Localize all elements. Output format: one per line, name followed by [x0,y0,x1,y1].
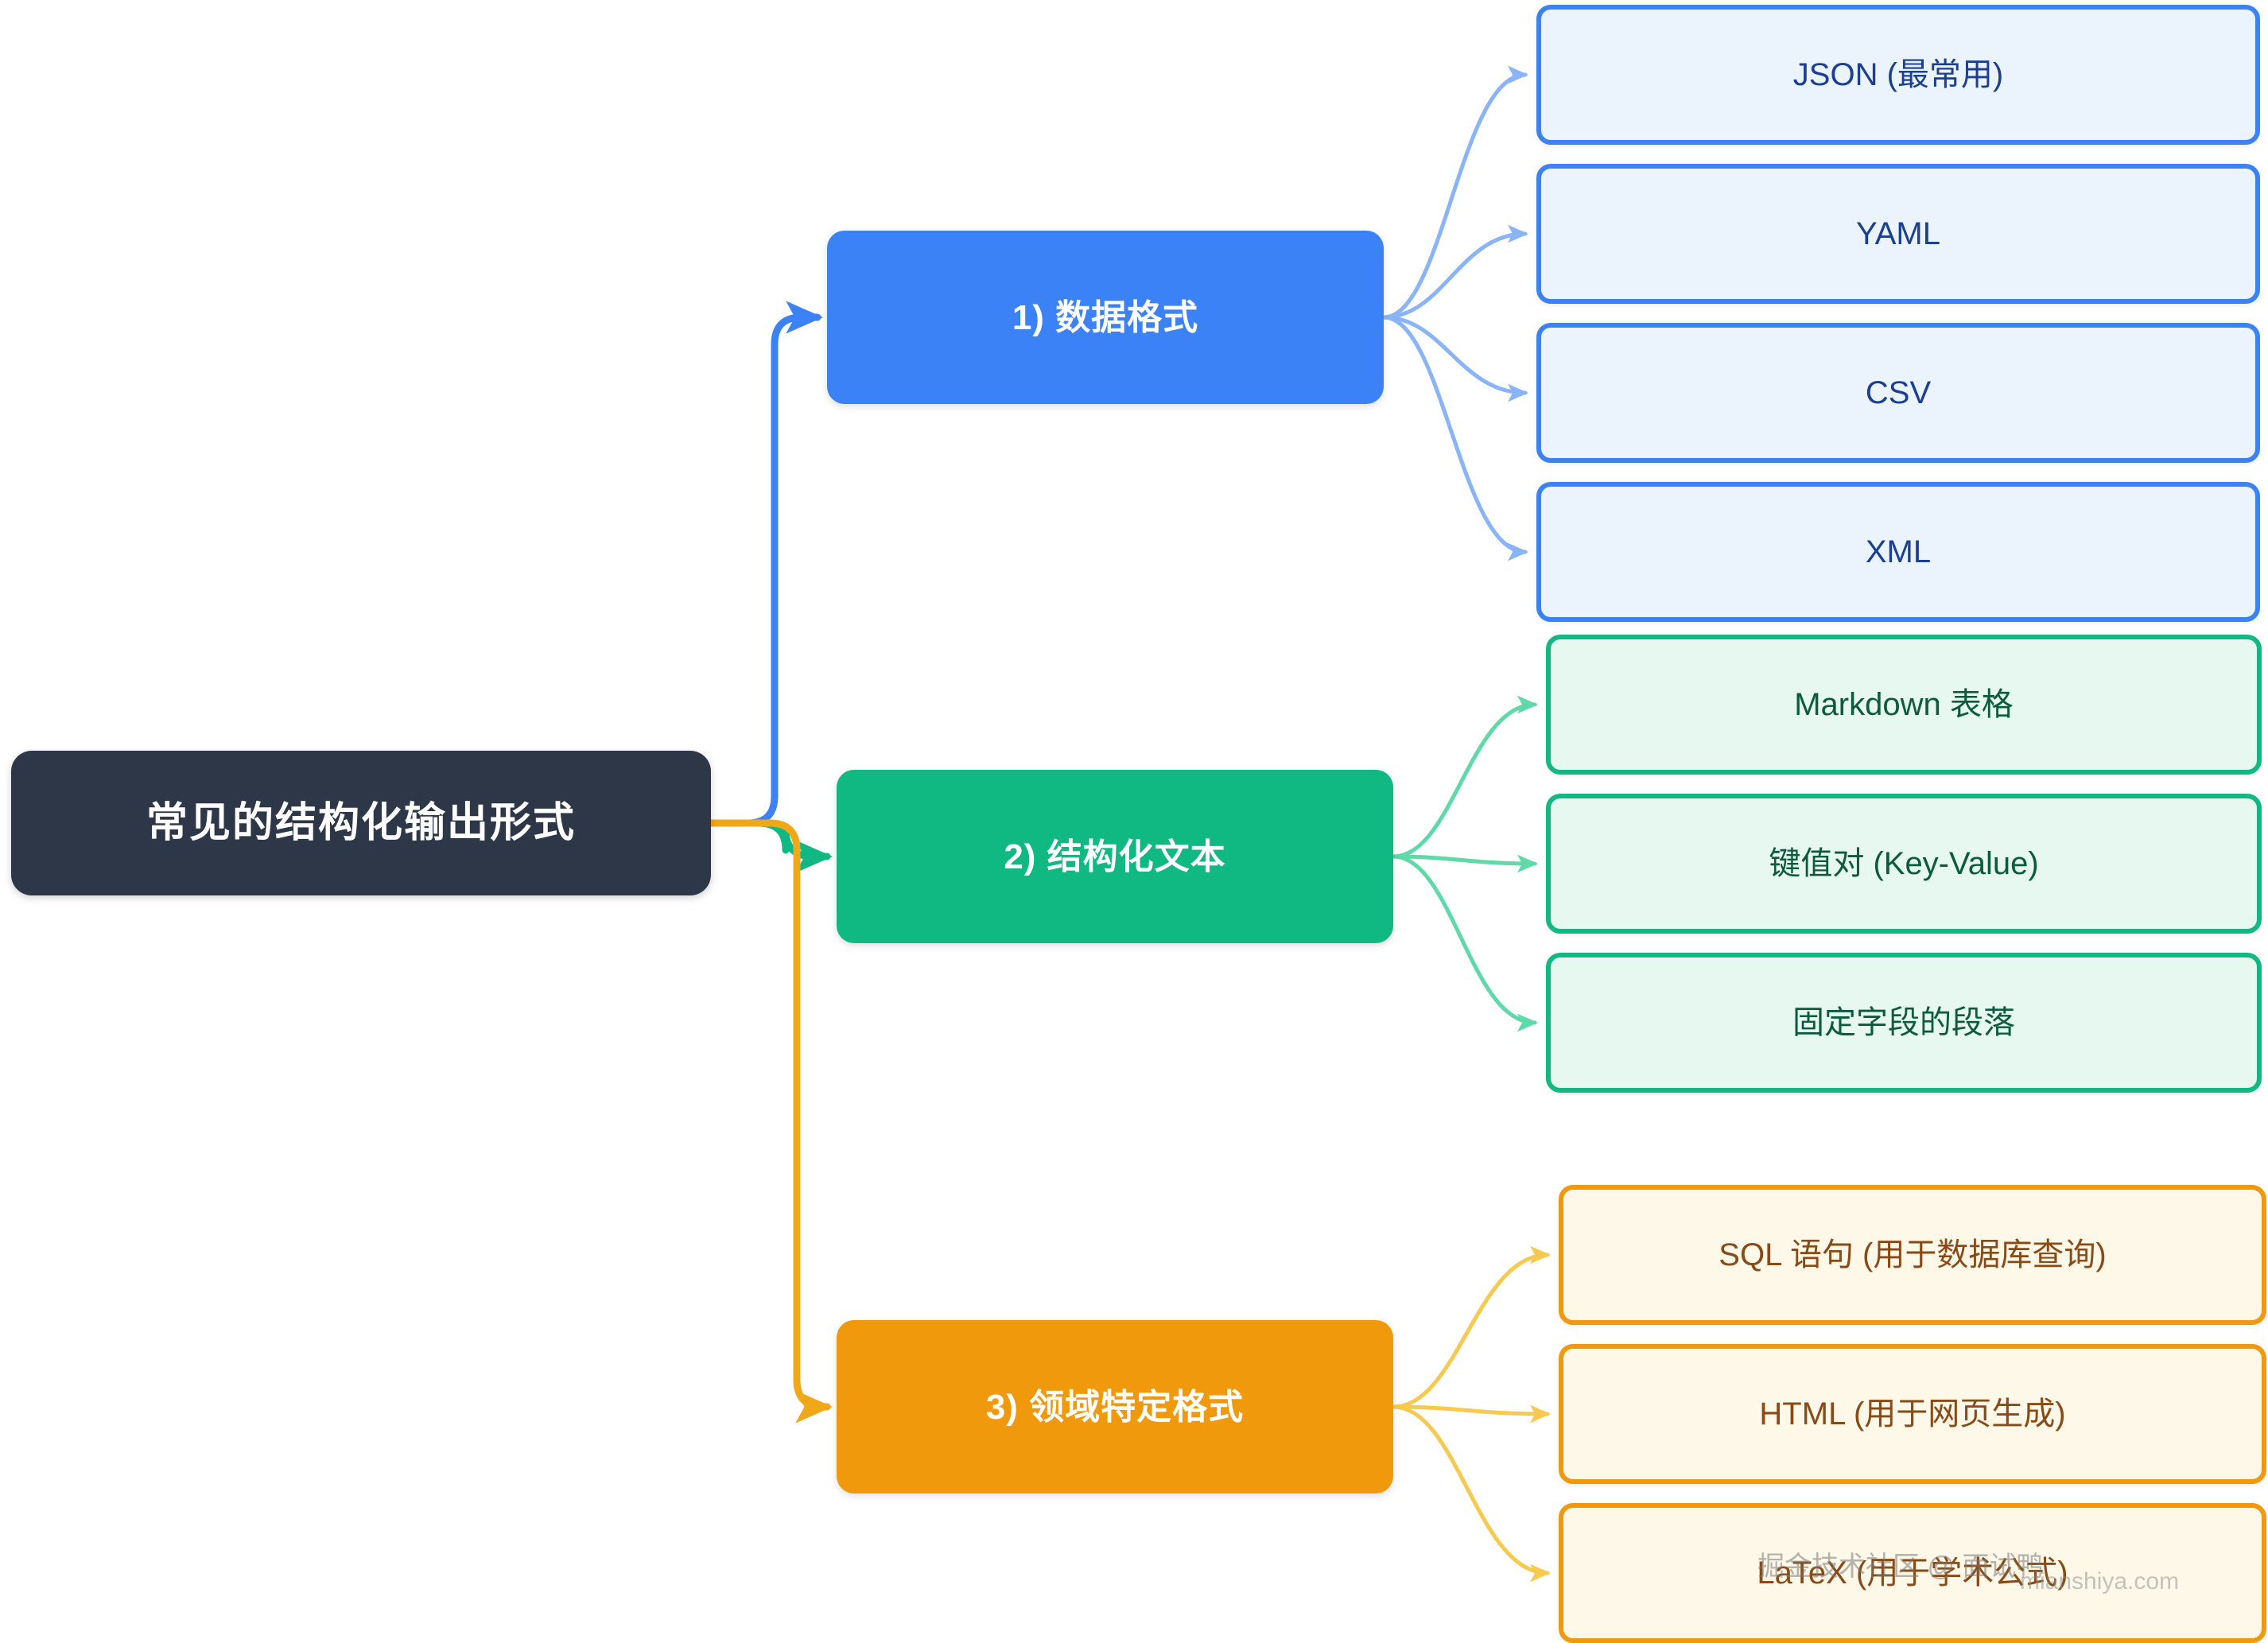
leaf-node-1-2[interactable]: YAML [1536,164,2260,304]
leaf-node-2-1[interactable]: Markdown 表格 [1546,635,2262,775]
watermark-line1: 掘金技术社区 @ 面试鸭 [1757,1552,2044,1582]
branch-node-label: 1) 数据格式 [1012,297,1199,337]
leaf-node-label: JSON (最常用) [1792,57,2004,92]
leaf-node-1-1[interactable]: JSON (最常用) [1536,5,2260,145]
leaf-node-label: 键值对 (Key-Value) [1769,846,2039,881]
leaf-node-label: XML [1865,534,1932,569]
leaf-node-2-2[interactable]: 键值对 (Key-Value) [1546,794,2262,934]
branch-node-1[interactable]: 1) 数据格式 [827,231,1384,404]
leaf-node-label: CSV [1865,375,1932,410]
leaf-node-1-4[interactable]: XML [1536,482,2260,622]
watermark-line2: mianshiya.com [2020,1568,2180,1594]
branch-node-3[interactable]: 3) 领域特定格式 [837,1320,1393,1493]
leaf-node-3-2[interactable]: HTML (用于网页生成) [1559,1344,2266,1484]
root-node[interactable]: 常见的结构化输出形式 [11,751,711,895]
branch-node-label: 2) 结构化文本 [1004,837,1226,876]
leaf-node-1-3[interactable]: CSV [1536,323,2260,463]
leaf-node-label: HTML (用于网页生成) [1759,1396,2066,1431]
leaf-node-label: YAML [1856,216,1940,251]
leaf-node-label: 固定字段的段落 [1792,1005,2015,1040]
leaf-node-label: SQL 语句 (用于数据库查询) [1718,1237,2107,1272]
branch-node-2[interactable]: 2) 结构化文本 [837,770,1393,943]
leaf-node-label: LaTeX (用于学术公式) [1757,1556,2068,1591]
leaf-node-label: Markdown 表格 [1794,687,2014,722]
branch-node-label: 3) 领域特定格式 [985,1387,1245,1427]
leaf-node-3-1[interactable]: SQL 语句 (用于数据库查询) [1559,1185,2266,1325]
leaf-node-2-3[interactable]: 固定字段的段落 [1546,953,2262,1093]
mindmap-canvas: 常见的结构化输出形式 1) 数据格式 JSON (最常用) YAML CSV XML 2)… [11,5,2266,1643]
root-node-label: 常见的结构化输出形式 [146,799,576,846]
